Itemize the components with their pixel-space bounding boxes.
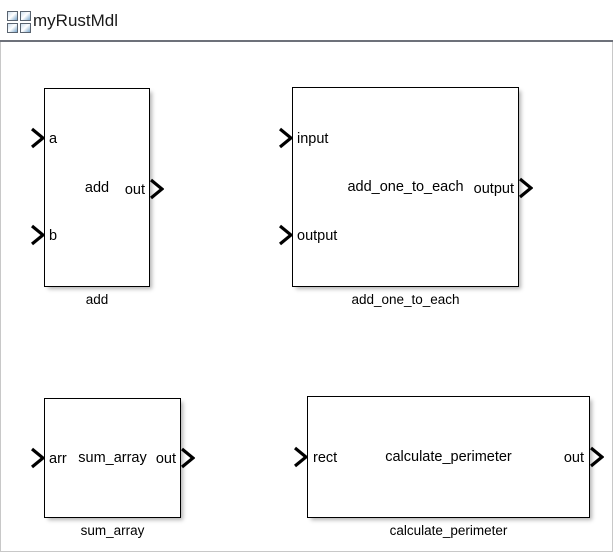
block-calculate-perimeter-caption: calculate_perimeter bbox=[389, 523, 508, 538]
block-sum-array-caption: sum_array bbox=[80, 523, 145, 538]
block-sum-array-output-port-out-label: out bbox=[155, 451, 176, 467]
model-canvas[interactable]: add a b out add add_one_to_each input ou… bbox=[0, 42, 613, 552]
block-sum-array[interactable]: sum_array arr out bbox=[44, 398, 181, 518]
block-calculate-perimeter-name: calculate_perimeter bbox=[385, 449, 512, 465]
block-calculate-perimeter-output-port-out-arrow-icon[interactable] bbox=[590, 446, 604, 468]
block-add-input-port-b-label: b bbox=[49, 228, 58, 244]
block-add-one-to-each[interactable]: add_one_to_each input output output bbox=[292, 87, 519, 287]
block-add-output-port-out-label: out bbox=[124, 182, 145, 198]
block-calculate-perimeter[interactable]: calculate_perimeter rect out bbox=[307, 396, 590, 518]
block-calculate-perimeter-output-port-out-label: out bbox=[563, 450, 584, 466]
model-grid-icon-cell-1 bbox=[7, 11, 18, 21]
model-grid-icon-cell-2 bbox=[20, 11, 31, 21]
block-add-one-to-each-input-port-output-arrow-icon[interactable] bbox=[279, 224, 293, 246]
block-add-output-port-out-arrow-icon[interactable] bbox=[150, 178, 164, 200]
block-calculate-perimeter-input-port-rect-label: rect bbox=[313, 450, 338, 466]
model-grid-icon-cell-4 bbox=[20, 23, 31, 33]
model-header: myRustMdl bbox=[0, 0, 613, 42]
block-add-caption: add bbox=[85, 292, 109, 307]
block-sum-array-input-port-arr-label: arr bbox=[49, 451, 67, 467]
model-grid-icon bbox=[7, 11, 31, 33]
block-sum-array-output-port-out-arrow-icon[interactable] bbox=[181, 447, 195, 469]
block-add-one-to-each-input-port-output-label: output bbox=[297, 228, 338, 244]
block-add-one-to-each-output-port-output-label: output bbox=[473, 181, 514, 197]
block-add[interactable]: add a b out bbox=[44, 88, 150, 287]
block-add-one-to-each-input-port-input-arrow-icon[interactable] bbox=[279, 127, 293, 149]
block-add-input-port-b-arrow-icon[interactable] bbox=[31, 224, 45, 246]
block-sum-array-input-port-arr-arrow-icon[interactable] bbox=[31, 447, 45, 469]
block-calculate-perimeter-input-port-rect-arrow-icon[interactable] bbox=[294, 446, 308, 468]
block-add-one-to-each-input-port-input-label: input bbox=[297, 131, 329, 147]
block-add-input-port-a-arrow-icon[interactable] bbox=[31, 127, 45, 149]
block-add-one-to-each-output-port-output-arrow-icon[interactable] bbox=[519, 177, 533, 199]
model-title: myRustMdl bbox=[33, 11, 119, 30]
block-add-input-port-a-label: a bbox=[49, 131, 58, 147]
block-add-one-to-each-caption: add_one_to_each bbox=[351, 292, 460, 307]
model-grid-icon-cell-3 bbox=[7, 23, 18, 33]
